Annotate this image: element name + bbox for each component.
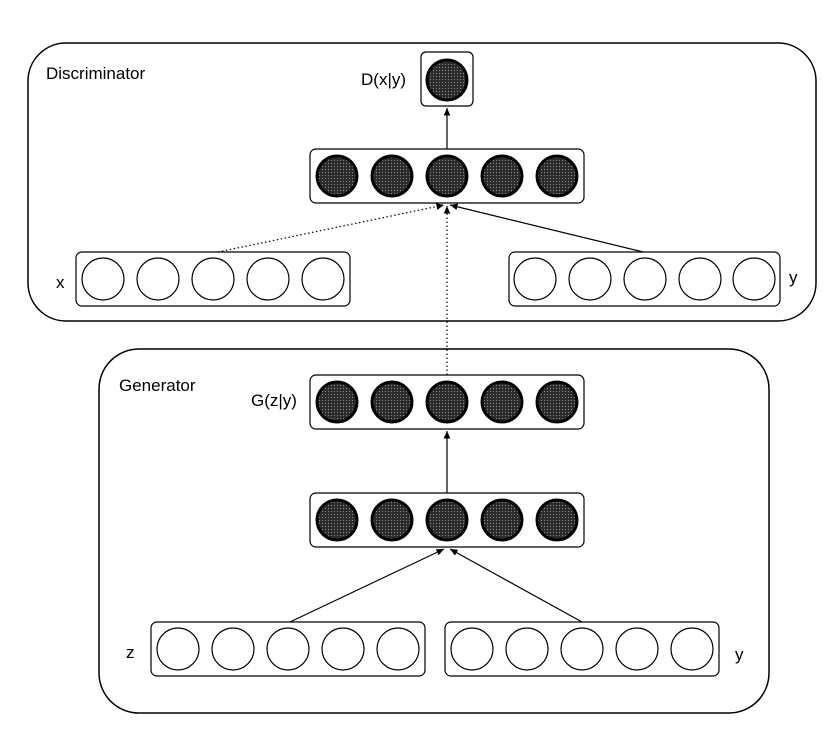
discriminator-panel: Discriminator D(x|y) x (27, 42, 817, 322)
generator-output-node (425, 380, 469, 424)
generator-input-y-label: y (735, 645, 744, 664)
generator-input-z-label: z (126, 643, 135, 662)
input-y-node (732, 257, 776, 301)
input-y-node (560, 627, 604, 671)
generator-hidden-nodes (315, 498, 579, 542)
input-x-node (191, 257, 235, 301)
input-x-node (136, 257, 180, 301)
discriminator-input-x-label: x (56, 273, 65, 292)
discriminator-title: Discriminator (46, 64, 146, 83)
input-x-node (81, 257, 125, 301)
z-to-hidden-arrow (289, 548, 445, 623)
input-y-node (623, 257, 667, 301)
discriminator-hidden-nodes (315, 154, 579, 198)
input-y-node (615, 627, 659, 671)
input-z-node (321, 627, 365, 671)
discriminator-output-label: D(x|y) (361, 70, 406, 89)
discriminator-hidden-node (370, 154, 414, 198)
generator-output-node (480, 380, 524, 424)
input-y-node (670, 627, 714, 671)
generator-hidden-node (535, 498, 579, 542)
input-y-node (505, 627, 549, 671)
input-x-node (301, 257, 345, 301)
discriminator-input-y-nodes (513, 257, 776, 301)
generator-hidden-node (370, 498, 414, 542)
generator-input-y-nodes (450, 627, 714, 671)
y-to-hidden-arrow (449, 203, 644, 253)
input-z-node (266, 627, 310, 671)
input-y-node (568, 257, 612, 301)
generator-title: Generator (119, 376, 196, 395)
input-z-node (156, 627, 200, 671)
discriminator-hidden-node (480, 154, 524, 198)
discriminator-output-node (425, 58, 469, 102)
generator-output-label: G(z|y) (251, 391, 297, 410)
generator-output-node (370, 380, 414, 424)
generator-hidden-node (425, 498, 469, 542)
input-y-node (678, 257, 722, 301)
generator-output-node (535, 380, 579, 424)
generator-panel: Generator G(z|y) z (98, 348, 770, 714)
input-z-node (211, 627, 255, 671)
generator-hidden-node (315, 498, 359, 542)
discriminator-hidden-node (535, 154, 579, 198)
input-x-node (246, 257, 290, 301)
input-z-node (376, 627, 420, 671)
discriminator-hidden-node (425, 154, 469, 198)
x-to-hidden-arrow (217, 203, 445, 253)
input-y-node (513, 257, 557, 301)
discriminator-input-y-label: y (789, 268, 798, 287)
generator-output-node (315, 380, 359, 424)
y-to-hidden-arrow (449, 548, 583, 623)
discriminator-input-x-nodes (81, 257, 345, 301)
generator-output-nodes (315, 380, 579, 424)
input-y-node (450, 627, 494, 671)
generator-hidden-node (480, 498, 524, 542)
generator-input-z-nodes (156, 627, 420, 671)
discriminator-hidden-node (315, 154, 359, 198)
